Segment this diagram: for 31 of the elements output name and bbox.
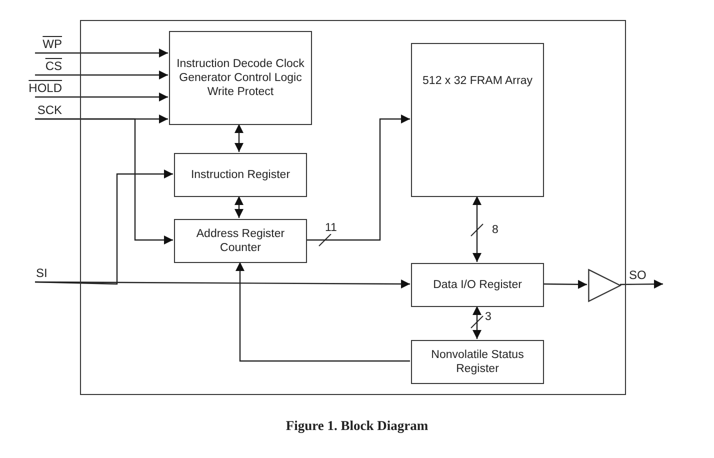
connector-arrow bbox=[620, 280, 663, 289]
connector-arrow bbox=[35, 279, 410, 288]
block-box: Nonvolatile Status Register bbox=[411, 340, 544, 384]
connector-arrow bbox=[543, 280, 587, 289]
connector-arrow bbox=[35, 118, 173, 244]
block-box: Instruction Register bbox=[174, 153, 307, 197]
block-box: 512 x 32 FRAM Array bbox=[411, 43, 544, 197]
pin-label: WP bbox=[30, 37, 62, 51]
connector-arrow bbox=[35, 48, 168, 58]
pin-label: SI bbox=[36, 266, 54, 280]
connector-arrow bbox=[236, 262, 410, 362]
pin-label: SCK bbox=[30, 103, 62, 117]
connector-arrow bbox=[472, 196, 482, 262]
bus-width-label: 3 bbox=[484, 311, 492, 323]
connector-arrow bbox=[234, 124, 244, 152]
pin-label: SO bbox=[629, 268, 653, 282]
connector-arrow bbox=[234, 196, 244, 218]
connector-arrow bbox=[306, 114, 410, 241]
pin-label: CS bbox=[30, 59, 62, 73]
pin-label: HOLD bbox=[22, 81, 62, 95]
bus-width-label: 11 bbox=[324, 222, 338, 234]
connector-arrow bbox=[35, 92, 168, 102]
bus-width-label: 8 bbox=[491, 224, 500, 236]
chip-outline bbox=[80, 20, 626, 395]
block-box: Instruction Decode Clock Generator Control Logic Write Protect bbox=[169, 31, 312, 125]
buffer-symbol bbox=[588, 269, 621, 302]
connector-arrow bbox=[472, 306, 482, 339]
connector-arrow bbox=[35, 70, 168, 80]
figure-caption: Figure 1. Block Diagram bbox=[284, 418, 430, 434]
block-box: Address Register Counter bbox=[174, 219, 307, 263]
block-box: Data I/O Register bbox=[411, 263, 544, 307]
